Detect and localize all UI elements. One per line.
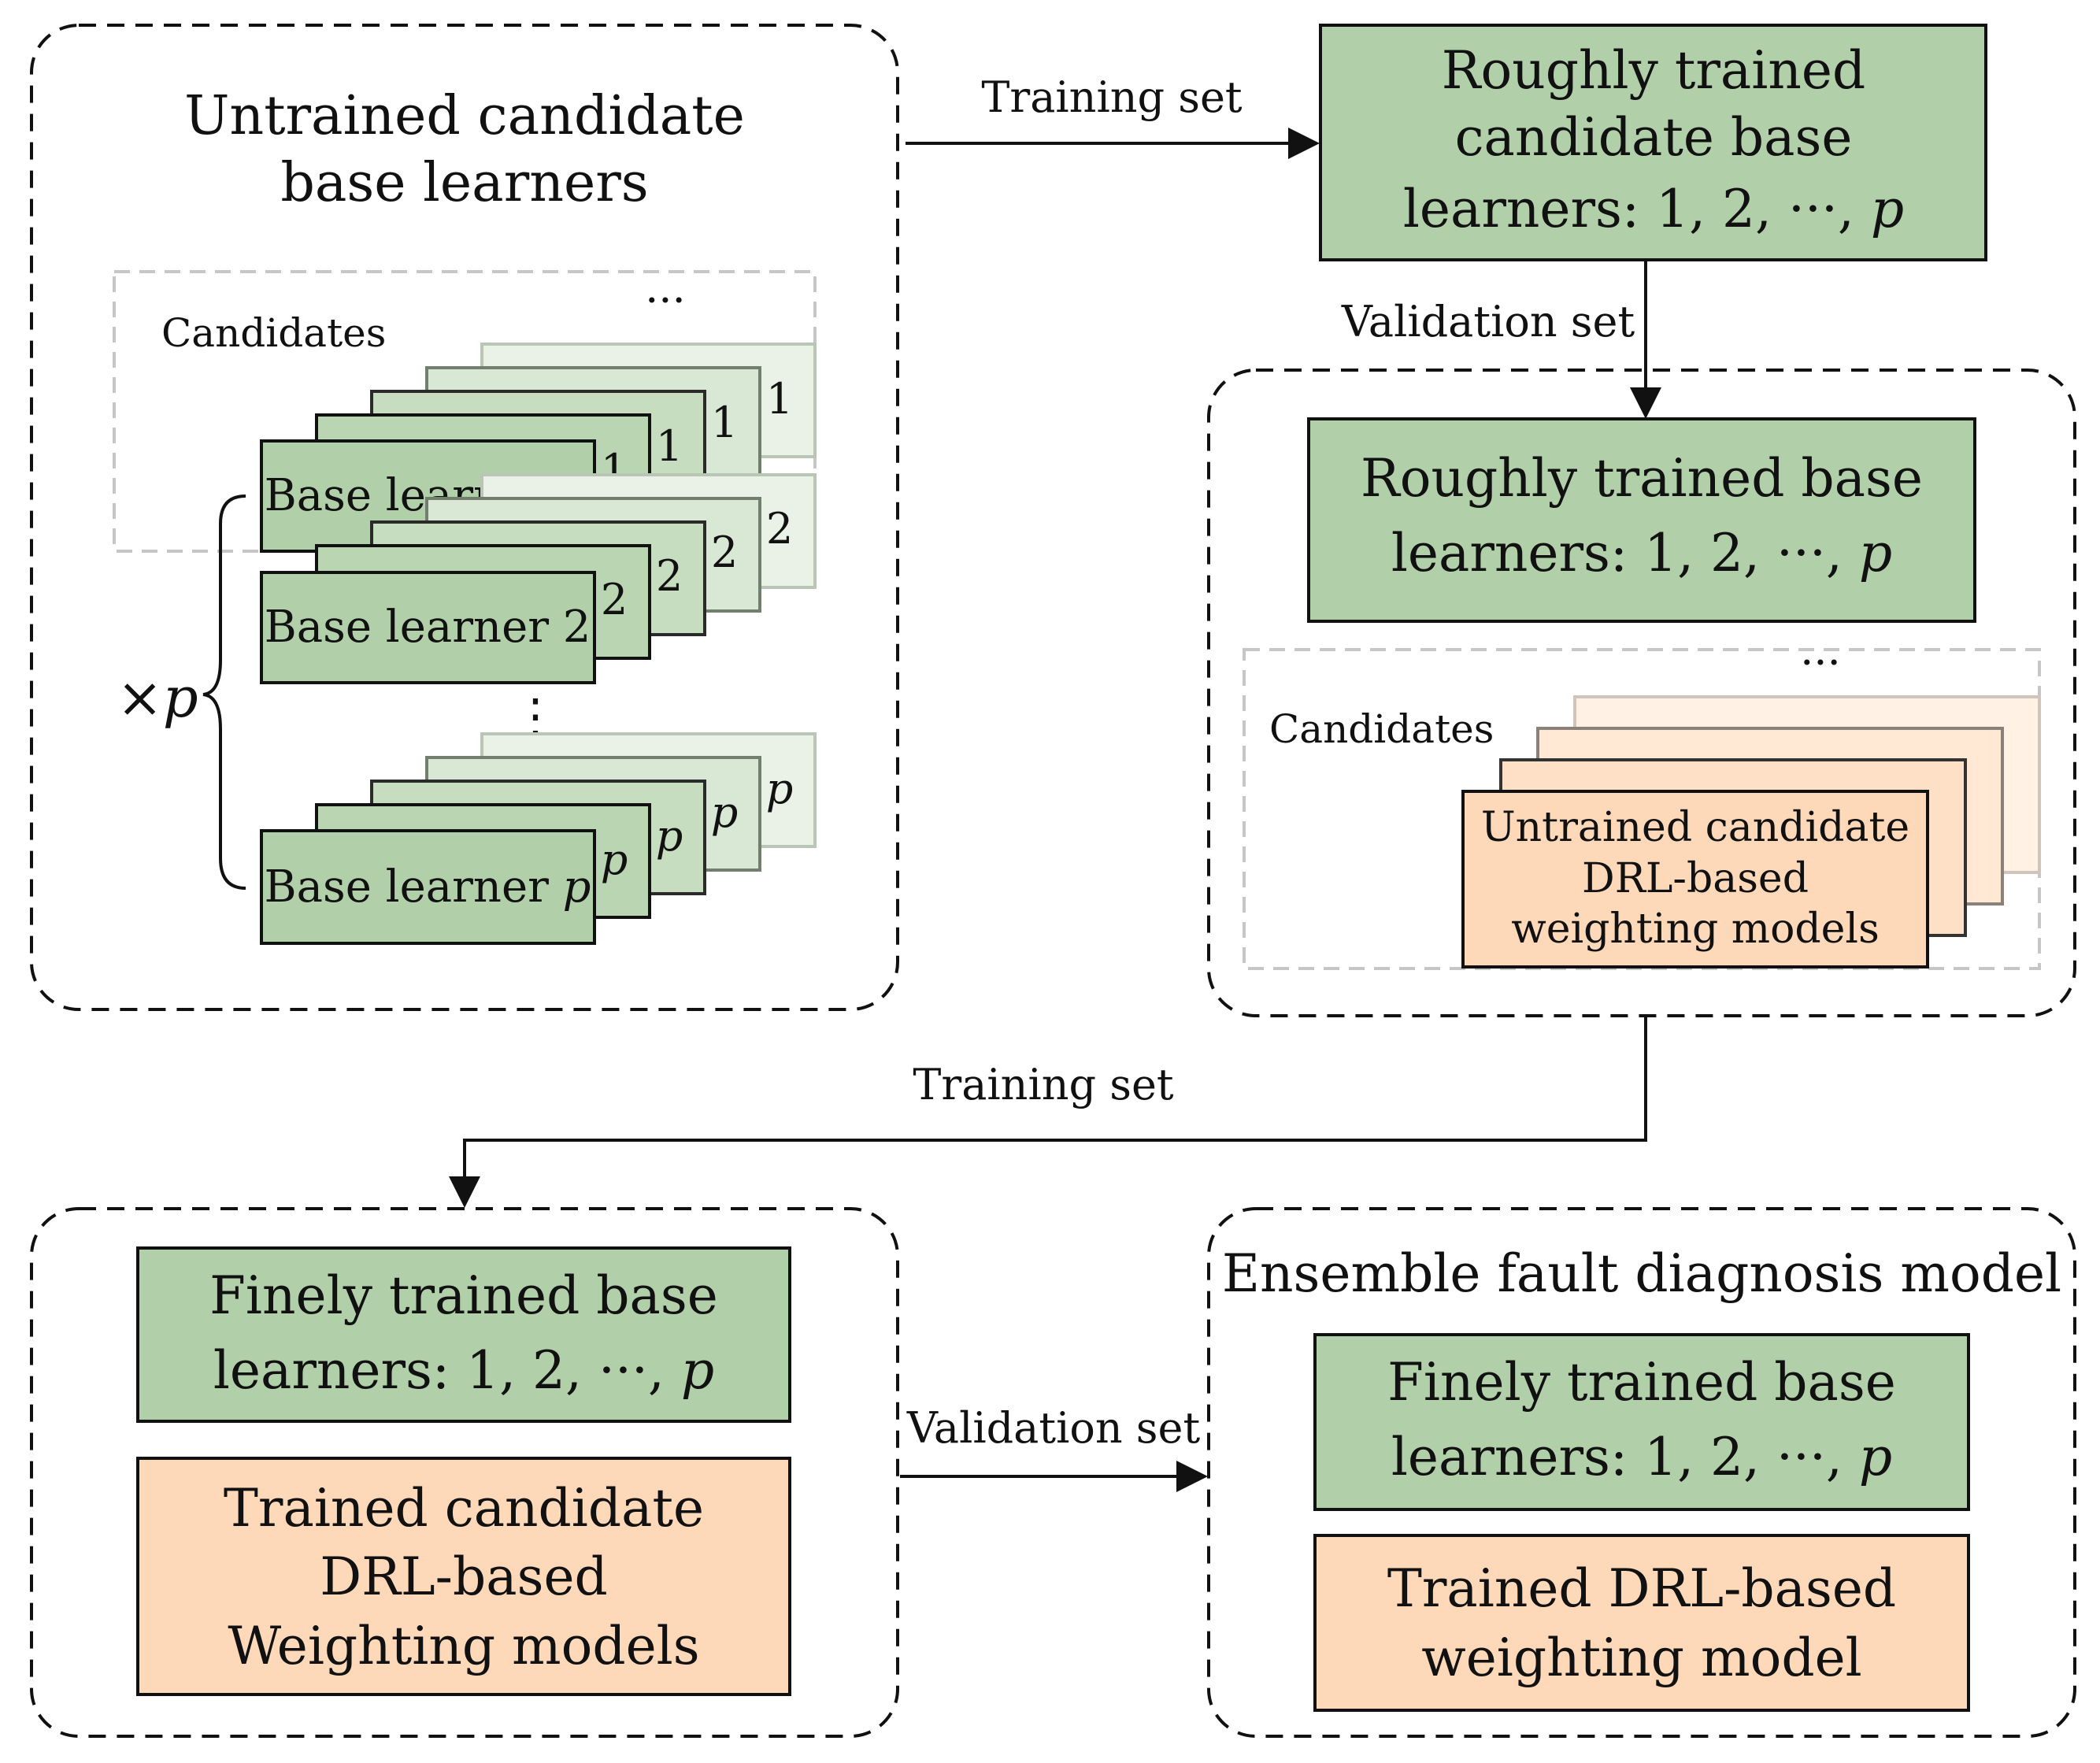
learner2-index-2: 2 <box>656 551 683 601</box>
trained-drl-line1: Trained DRL-based <box>1387 1558 1896 1619</box>
trained-drl-line2: weighting model <box>1421 1628 1862 1688</box>
base-learner-2-label: Base learner 2 <box>265 602 591 653</box>
arrow-validation-set-2-label: Validation set <box>906 1403 1201 1453</box>
learnerp-index-3: p <box>711 787 739 837</box>
rough-candidates-text: learners: 1, 2, ···, <box>1403 179 1854 239</box>
learner2-stack: 2 2 2 2 Base learner 2 <box>260 473 817 684</box>
panel4-border <box>1207 1207 2076 1738</box>
curly-brace <box>202 494 246 890</box>
arrow-validation-set-1-label: Validation set <box>1341 297 1635 346</box>
finely-trained-2-var: p <box>1859 1427 1892 1487</box>
learner2-index-4: 2 <box>766 504 793 554</box>
learnerp-index-4: p <box>766 764 794 813</box>
rough-candidates-line3: learners: 1, 2, ···, p <box>1403 179 1904 239</box>
base-learner-p-var: p <box>563 861 591 913</box>
rough-candidates-var: p <box>1871 179 1904 239</box>
panel-ensemble-model: Ensemble fault diagnosis model Finely tr… <box>1207 1207 2076 1738</box>
finely-trained-1-line1: Finely trained base <box>209 1265 718 1326</box>
horizontal-ellipsis-1: ··· <box>645 276 686 325</box>
panel1-title-line2: base learners <box>280 152 648 214</box>
candidates-label-1: Candidates <box>161 310 386 356</box>
rough-base-line2: learners: 1, 2, ···, p <box>1391 523 1892 583</box>
finely-trained-1-line2: learners: 1, 2, ···, p <box>213 1340 714 1401</box>
panel1-title-line1: Untrained candidate <box>184 85 745 147</box>
horizontal-ellipsis-2: ··· <box>1800 638 1841 687</box>
trained-candidate-drl-line1: Trained candidate <box>224 1478 704 1539</box>
rough-candidates-line2: candidate base <box>1455 107 1853 168</box>
trained-candidate-drl-box <box>136 1457 791 1696</box>
rough-candidates-box <box>1319 24 1987 261</box>
learner1-index-2: 1 <box>656 421 683 471</box>
learnerp-index-2: p <box>656 811 683 861</box>
panel-fine-training: Finely trained base learners: 1, 2, ···,… <box>30 1207 899 1738</box>
untrained-drl-line1: Untrained candidate <box>1481 804 1909 851</box>
finely-trained-box-1 <box>136 1246 791 1423</box>
rough-base-text: learners: 1, 2, ···, <box>1391 523 1843 583</box>
multiplier-label: ×p <box>117 665 198 730</box>
trained-candidate-drl-line2: DRL-based <box>320 1546 608 1607</box>
arrow-training-set-1-label: Training set <box>981 72 1243 122</box>
finely-trained-1-text: learners: 1, 2, ···, <box>213 1340 665 1401</box>
learnerp-stack: p p p p Base learner p <box>260 732 817 945</box>
panel1-border <box>30 24 899 1011</box>
finely-trained-2-line1: Finely trained base <box>1387 1352 1896 1413</box>
base-learner-2-box <box>260 571 596 684</box>
arrow-training-set-2-label: Training set <box>913 1060 1174 1109</box>
panel2-border <box>1207 369 2076 1017</box>
learner1-index-3: 1 <box>711 398 738 447</box>
panel-rough-base-learners: Roughly trained base learners: 1, 2, ···… <box>1207 369 2076 1017</box>
panel-untrained-candidates: Untrained candidate base learners Candid… <box>30 24 899 1011</box>
trained-candidate-drl-line3: Weighting models <box>228 1616 699 1676</box>
untrained-drl-box <box>1461 790 1929 969</box>
finely-trained-box-2 <box>1313 1333 1970 1511</box>
rough-base-var: p <box>1859 523 1892 583</box>
rough-base-box <box>1307 417 1976 623</box>
rough-base-line1: Roughly trained base <box>1361 448 1923 509</box>
finely-trained-1-var: p <box>681 1340 714 1401</box>
base-learner-p-box <box>260 829 596 945</box>
finely-trained-2-text: learners: 1, 2, ···, <box>1391 1427 1843 1487</box>
panel3-border <box>30 1207 899 1738</box>
base-learner-p-text: Base learner <box>264 861 549 913</box>
candidates-label-2: Candidates <box>1269 706 1494 752</box>
learner2-index-3: 2 <box>711 528 738 577</box>
untrained-drl-line3: weighting models <box>1511 906 1880 953</box>
rough-candidates-block: Roughly trained candidate base learners:… <box>1319 24 1987 261</box>
untrained-drl-line2: DRL-based <box>1582 855 1809 902</box>
learner2-index-1: 2 <box>601 575 628 624</box>
learnerp-index-1: p <box>601 835 628 884</box>
arrow-training-set-2 <box>449 1016 1647 1208</box>
rough-candidates-line1: Roughly trained <box>1442 40 1865 101</box>
learner1-index-4: 1 <box>766 374 793 424</box>
finely-trained-2-line2: learners: 1, 2, ···, p <box>1391 1427 1892 1487</box>
trained-drl-box <box>1313 1534 1970 1712</box>
ensemble-title: Ensemble fault diagnosis model <box>1222 1243 2061 1304</box>
base-learner-p-label: Base learner p <box>264 861 591 913</box>
